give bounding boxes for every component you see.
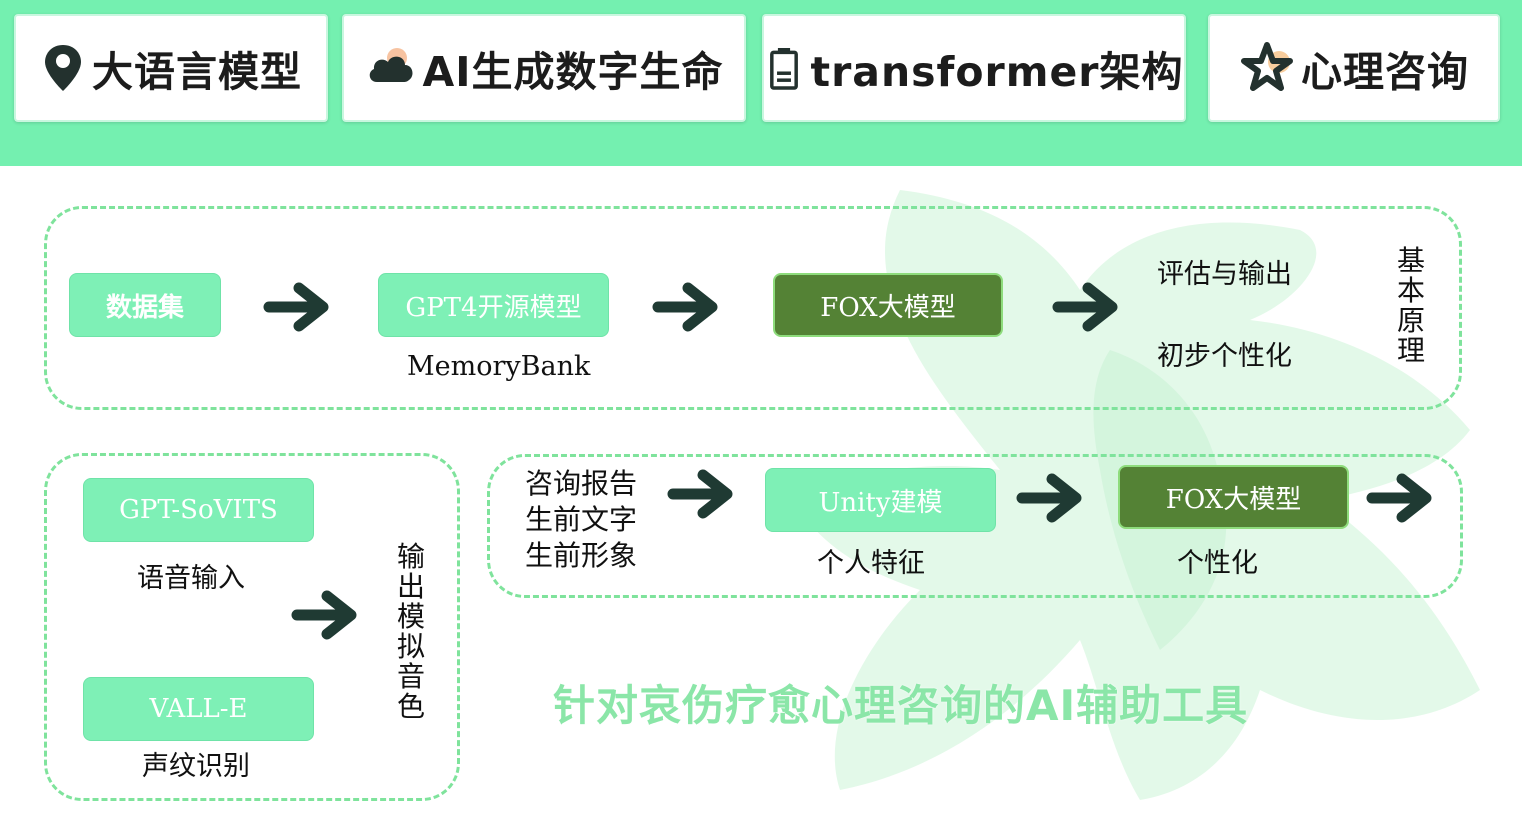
arrow-right-icon: [667, 469, 733, 519]
basic-principle-label: 基本原理: [1396, 244, 1425, 367]
battery-icon: [770, 48, 799, 90]
arrow-right-icon: [1016, 473, 1082, 523]
initial-personalization-text: 初步个性化: [1157, 341, 1292, 372]
dataset-node: 数据集: [69, 273, 221, 337]
personalization-caption: 个性化: [1177, 548, 1258, 579]
persona-inputs-list: 咨询报告 生前文字 生前形象: [525, 466, 637, 574]
slogan-text: 针对哀伤疗愈心理咨询的AI辅助工具: [553, 681, 1249, 730]
voiceprint-recognition-caption: 声纹识别: [142, 751, 250, 782]
tag-transformer-architecture[interactable]: transformer架构: [762, 14, 1186, 122]
tag-label: 大语言模型: [92, 48, 302, 96]
voice-panel: [44, 453, 460, 801]
basic-principle-panel: [44, 206, 1462, 410]
tag-label: AI生成数字生命: [422, 48, 724, 96]
tag-large-language-model[interactable]: 大语言模型: [14, 14, 328, 122]
output-simulated-voice-label: 输出模拟音色: [396, 540, 425, 723]
persona-panel: [487, 454, 1463, 598]
arrow-right-icon: [1366, 473, 1432, 523]
tag-ai-digital-life[interactable]: AI生成数字生命: [342, 14, 746, 122]
tag-psychological-counseling[interactable]: 心理咨询: [1208, 14, 1500, 122]
memorybank-caption: MemoryBank: [407, 351, 591, 382]
personal-traits-caption: 个人特征: [817, 548, 925, 579]
fox-model-node-2: FOX大模型: [1118, 465, 1349, 529]
vall-e-node: VALL-E: [83, 677, 314, 741]
star-icon: [1241, 42, 1293, 91]
input-appearance: 生前形象: [525, 539, 638, 572]
input-written-words: 生前文字: [525, 503, 638, 536]
tag-label: 心理咨询: [1301, 48, 1469, 96]
arrow-right-icon: [652, 282, 718, 332]
tag-label: transformer架构: [810, 48, 1184, 96]
cloud-icon: [369, 48, 412, 82]
arrow-right-icon: [263, 282, 329, 332]
location-pin-icon: [45, 45, 81, 91]
gpt-sovits-node: GPT-SoVITS: [83, 478, 314, 542]
voice-input-caption: 语音输入: [137, 563, 245, 594]
input-consult-report: 咨询报告: [525, 467, 638, 500]
arrow-right-icon: [291, 590, 357, 640]
fox-model-node: FOX大模型: [773, 273, 1003, 337]
evaluate-output-text: 评估与输出: [1157, 259, 1292, 290]
unity-modeling-node: Unity建模: [765, 468, 996, 532]
arrow-right-icon: [1052, 282, 1118, 332]
gpt4-open-model-node: GPT4开源模型: [378, 273, 609, 337]
